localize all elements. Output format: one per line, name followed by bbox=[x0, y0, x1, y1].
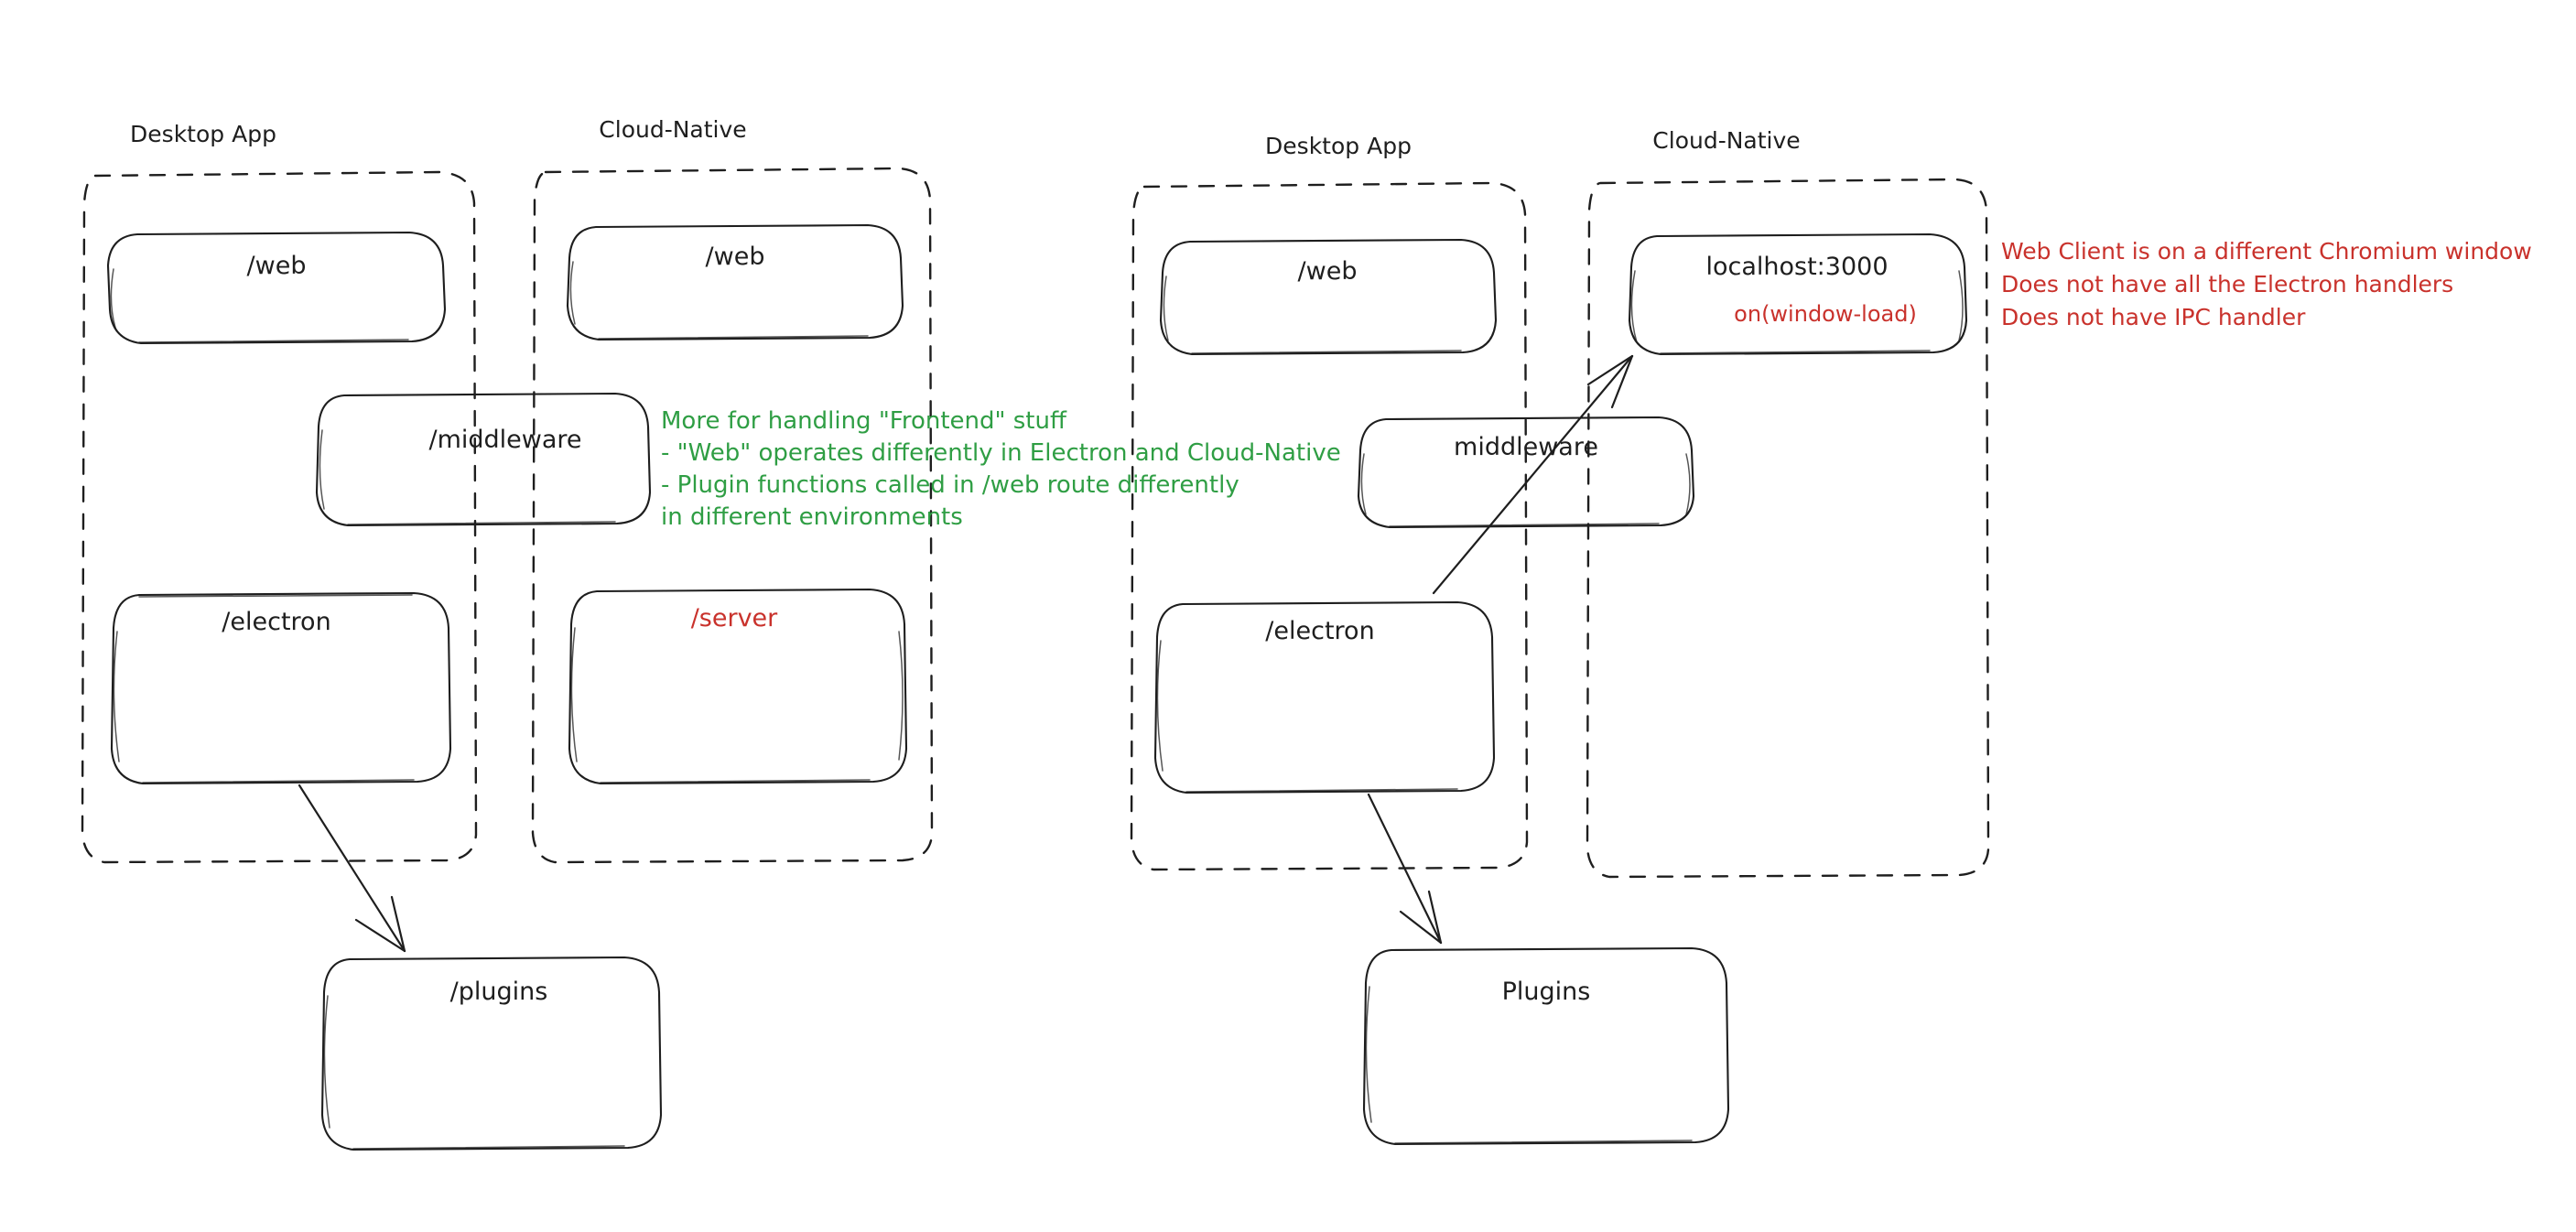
right-arrow-electron-to-localhost bbox=[1432, 354, 1634, 595]
right-note-red: Web Client is on a different Chromium wi… bbox=[2001, 238, 2532, 330]
right-box-middleware-label: middleware bbox=[1454, 433, 1598, 461]
right-box-web[interactable]: /web bbox=[1159, 238, 1498, 356]
right-dashed-container-cloud-native bbox=[1586, 178, 1990, 879]
left-box-electron-label: /electron bbox=[222, 608, 330, 636]
left-dashed-container-desktop-app bbox=[81, 170, 478, 864]
left-box-server-label: /server bbox=[691, 604, 778, 632]
right-box-localhost-sublabel: on(window-load) bbox=[1734, 301, 1917, 327]
left-group-label-cloud-native: Cloud-Native bbox=[599, 116, 746, 143]
left-note-green-line-4: in different environments bbox=[661, 503, 963, 531]
right-group-label-desktop-app: Desktop App bbox=[1265, 133, 1412, 159]
left-box-web-cloud-label: /web bbox=[706, 243, 765, 271]
right-group-label-cloud-native: Cloud-Native bbox=[1652, 127, 1800, 154]
right-box-electron[interactable]: /electron bbox=[1153, 600, 1496, 794]
left-note-green: More for handling "Frontend" stuff - "We… bbox=[661, 407, 1341, 531]
left-arrow-electron-to-plugins bbox=[298, 784, 406, 953]
left-note-green-line-3: - Plugin functions called in /web route … bbox=[661, 471, 1239, 499]
right-box-electron-label: /electron bbox=[1265, 617, 1374, 645]
left-group-label-desktop-app: Desktop App bbox=[130, 121, 276, 147]
left-box-middleware-label: /middleware bbox=[428, 426, 581, 454]
left-box-plugins[interactable]: /plugins bbox=[320, 956, 663, 1151]
left-dashed-container-cloud-native bbox=[531, 167, 934, 864]
left-note-green-line-2: - "Web" operates differently in Electron… bbox=[661, 439, 1341, 467]
left-note-green-line-1: More for handling "Frontend" stuff bbox=[661, 407, 1067, 435]
left-box-web-desktop[interactable]: /web bbox=[106, 231, 447, 345]
right-box-middleware[interactable]: middleware bbox=[1357, 416, 1695, 529]
left-box-web-cloud[interactable]: /web bbox=[566, 223, 904, 341]
left-box-middleware[interactable]: /middleware bbox=[315, 392, 652, 527]
left-box-plugins-label: /plugins bbox=[450, 978, 548, 1006]
right-dashed-container-desktop-app bbox=[1130, 181, 1529, 871]
left-box-web-desktop-label: /web bbox=[247, 252, 307, 280]
left-box-electron[interactable]: /electron bbox=[110, 591, 452, 785]
right-box-web-label: /web bbox=[1298, 257, 1358, 286]
right-box-plugins[interactable]: Plugins bbox=[1362, 946, 1730, 1146]
left-box-server[interactable]: /server bbox=[568, 588, 908, 785]
right-box-plugins-label: Plugins bbox=[1502, 978, 1591, 1006]
right-note-red-line-3: Does not have IPC handler bbox=[2001, 304, 2306, 330]
right-box-localhost-label: localhost:3000 bbox=[1705, 253, 1888, 281]
right-arrow-electron-to-plugins bbox=[1367, 793, 1443, 945]
right-note-red-line-2: Does not have all the Electron handlers bbox=[2001, 271, 2453, 297]
right-note-red-line-1: Web Client is on a different Chromium wi… bbox=[2001, 238, 2532, 265]
right-box-localhost[interactable]: localhost:3000 on(window-load) bbox=[1628, 232, 1968, 356]
